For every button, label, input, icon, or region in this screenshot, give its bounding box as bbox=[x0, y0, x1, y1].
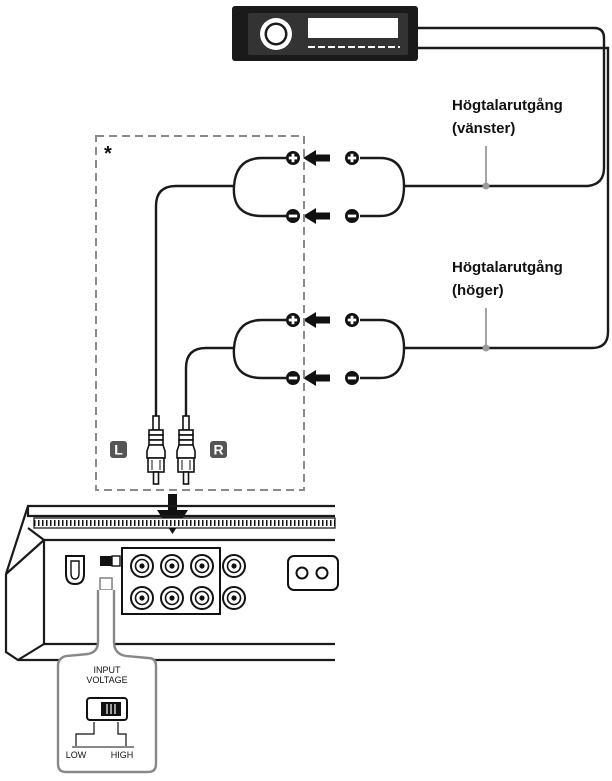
plus-terminal-icon bbox=[345, 313, 359, 327]
right-output-label-line1: Högtalarutgång bbox=[452, 259, 563, 276]
minus-terminal-icon bbox=[286, 209, 300, 223]
arrow-left-icon bbox=[303, 312, 330, 328]
arrow-left-icon bbox=[303, 150, 330, 166]
amplifier-icon bbox=[4, 504, 339, 662]
switch-high-label: HIGH bbox=[111, 750, 134, 760]
label-leaders bbox=[482, 146, 490, 352]
minus-terminal-icon bbox=[345, 209, 359, 223]
channel-left-badge: L bbox=[110, 441, 127, 458]
rca-plug-icon bbox=[146, 415, 166, 485]
optional-cable-box bbox=[95, 135, 305, 491]
asterisk-note: * bbox=[104, 143, 112, 165]
channel-right-text: R bbox=[213, 442, 223, 458]
left-speaker-wires bbox=[154, 156, 406, 420]
channel-left-text: L bbox=[114, 442, 123, 458]
minus-terminal-icon bbox=[345, 371, 359, 385]
rca-plug-icon bbox=[176, 415, 196, 485]
arrow-left-icon bbox=[303, 208, 330, 224]
channel-right-badge: R bbox=[210, 441, 227, 458]
left-output-label-line1: Högtalarutgång bbox=[452, 97, 563, 114]
left-output-label-line2: (vänster) bbox=[452, 120, 515, 137]
plus-terminal-icon bbox=[345, 151, 359, 165]
switch-low-label: LOW bbox=[66, 750, 87, 760]
head-unit-cables bbox=[404, 26, 610, 350]
arrow-left-icon bbox=[303, 370, 330, 386]
plus-terminal-icon bbox=[286, 151, 300, 165]
car-stereo-icon bbox=[232, 6, 418, 61]
right-output-label-line2: (höger) bbox=[452, 282, 504, 299]
right-speaker-wires bbox=[184, 318, 406, 420]
right-terminals bbox=[286, 312, 359, 386]
input-voltage-label-line2: VOLTAGE bbox=[86, 675, 127, 685]
voltage-switch-callout: INPUT VOLTAGE LOW HIGH bbox=[56, 577, 158, 774]
plus-terminal-icon bbox=[286, 313, 300, 327]
input-voltage-label-line1: INPUT bbox=[94, 665, 122, 675]
minus-terminal-icon bbox=[286, 371, 300, 385]
left-terminals bbox=[286, 150, 359, 224]
voltage-switch-icon bbox=[86, 697, 128, 721]
